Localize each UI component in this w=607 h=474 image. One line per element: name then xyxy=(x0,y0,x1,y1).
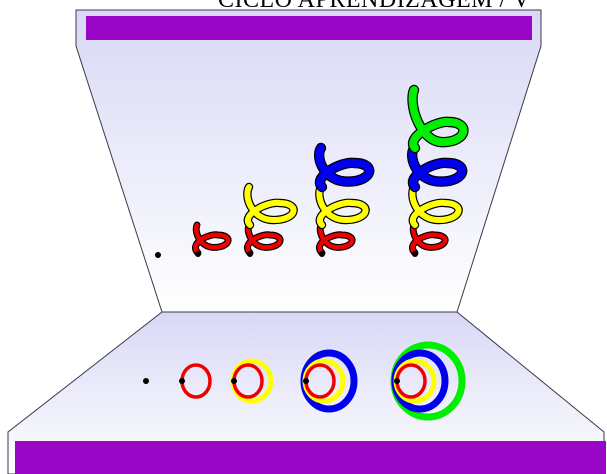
ring-panel-bar xyxy=(15,441,606,474)
ring-stage-3 xyxy=(230,358,274,404)
red-loop xyxy=(193,222,231,256)
ring-stage-5 xyxy=(390,341,466,421)
ring-stage-4 xyxy=(300,349,358,413)
blue-loop xyxy=(408,144,467,191)
start-dot xyxy=(195,251,201,257)
start-dot xyxy=(303,378,309,384)
ring-panel xyxy=(7,311,606,474)
start-dot xyxy=(394,378,400,384)
start-dot xyxy=(179,378,185,384)
yellow-loop xyxy=(244,184,297,228)
spiral-stage-4 xyxy=(314,142,375,257)
red-loop xyxy=(410,222,448,256)
green-loop xyxy=(408,86,468,152)
ring-stage-1 xyxy=(143,378,149,384)
red-loop xyxy=(317,222,355,256)
start-dot xyxy=(412,251,418,257)
red-loop xyxy=(245,222,283,256)
ring-stage-2 xyxy=(179,363,212,399)
ring-stages xyxy=(143,341,466,421)
spiral-stages xyxy=(155,84,469,258)
spiral-stage-5 xyxy=(407,84,469,257)
spiral-panel-shape xyxy=(75,9,542,313)
spiral-stage-1 xyxy=(155,252,161,258)
spiral-panel xyxy=(75,9,542,313)
blue-loop xyxy=(315,144,374,191)
start-dot xyxy=(231,378,237,384)
start-dot xyxy=(247,251,253,257)
spiral-stage-3 xyxy=(243,182,298,257)
yellow-loop xyxy=(409,184,462,228)
spiral-panel-bar xyxy=(86,16,532,40)
start-dot xyxy=(143,378,149,384)
start-dot xyxy=(155,252,161,258)
start-dot xyxy=(319,251,325,257)
spiral-stage-2 xyxy=(192,221,232,257)
yellow-loop xyxy=(316,184,369,228)
